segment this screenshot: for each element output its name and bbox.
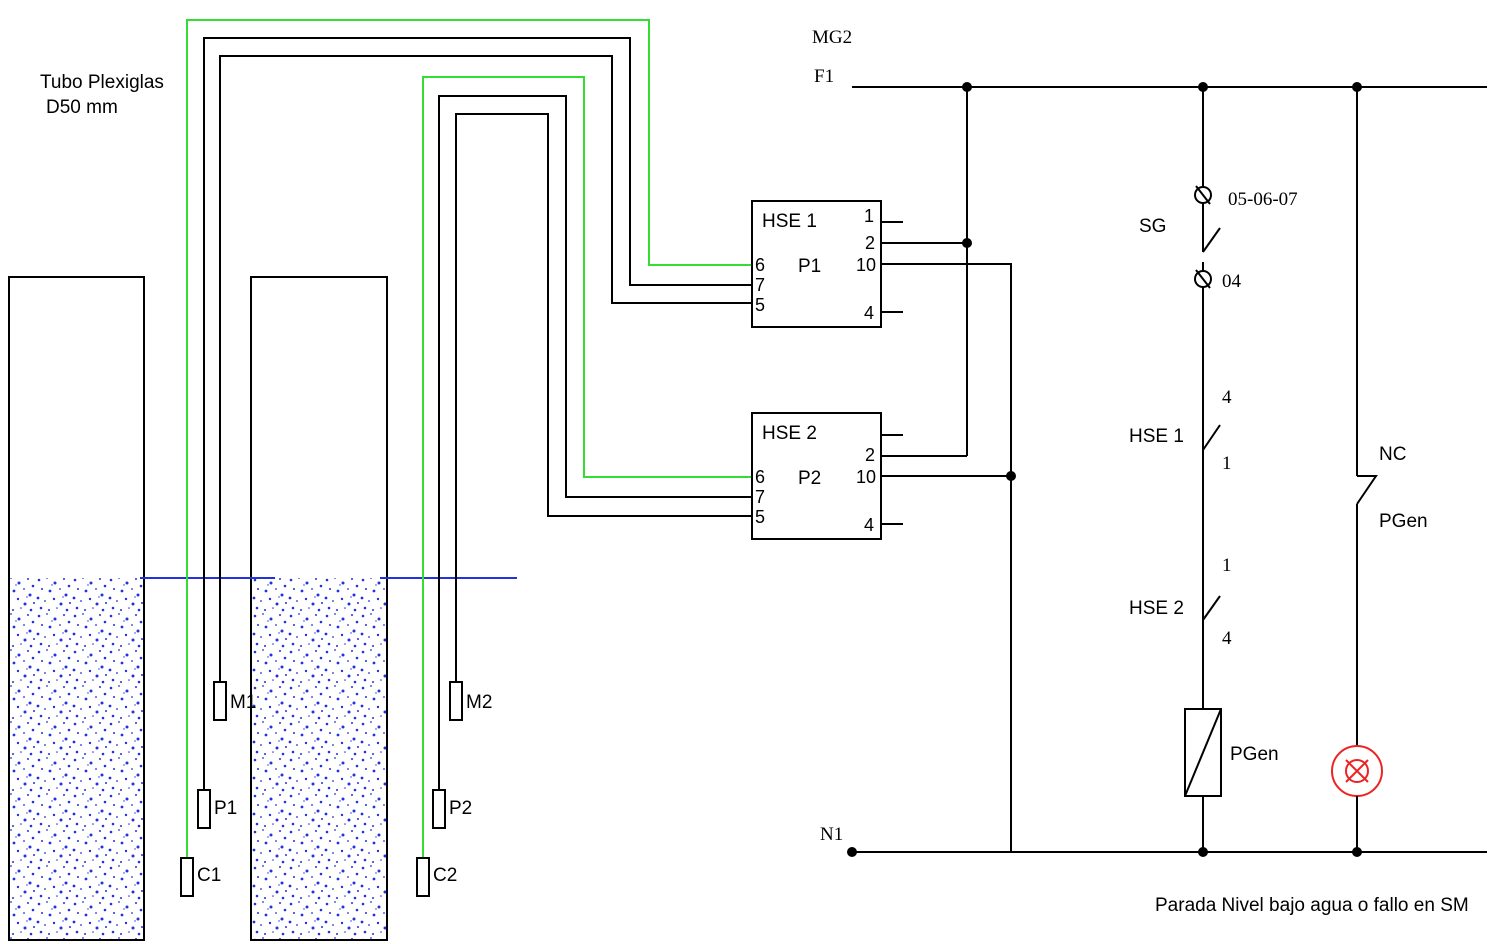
switch-sg-top-terminal: 05-06-07	[1228, 189, 1298, 210]
relay-hse2-pin7: 7	[755, 487, 765, 507]
relay-hse2-name: HSE 2	[762, 423, 817, 444]
tube-1	[8, 276, 145, 941]
relay-hse1-pin6: 6	[755, 255, 765, 275]
probe-c1	[180, 857, 194, 897]
relay-hse2-pin6: 6	[755, 467, 765, 487]
nc-contact-label: NC	[1379, 444, 1406, 465]
junction-dot	[1006, 471, 1016, 481]
switch-hse1-blade	[1202, 424, 1221, 451]
relay-hse2-pin4: 4	[864, 515, 874, 535]
lamp-inner-ring	[1345, 759, 1369, 783]
wire-hse1-pin10-to-n1	[881, 263, 1012, 852]
switch-hse2-top-terminal: 1	[1222, 555, 1232, 576]
tube-2	[250, 276, 388, 941]
switch-hse2-label: HSE 2	[1129, 598, 1184, 619]
switch-hse2-blade	[1202, 595, 1221, 621]
relay-hse1-pin2: 2	[865, 233, 875, 253]
probe-p1-label: P1	[214, 798, 237, 819]
relay-hse1-pin5: 5	[755, 295, 765, 315]
tube-2-wall	[250, 276, 388, 941]
relay-hse1-pin10: 10	[856, 255, 876, 275]
wire-c1-to-hse1-pin6	[186, 19, 752, 858]
probe-m1	[213, 681, 227, 721]
nc-contact-sublabel: PGen	[1379, 511, 1428, 532]
lamp-cross-b	[1345, 759, 1369, 783]
switch-hse2-bottom-terminal: 4	[1222, 628, 1232, 649]
switch-hse1-label: HSE 1	[1129, 426, 1184, 447]
switch-sg-blade	[1202, 227, 1221, 253]
tube-label-line2: D50 mm	[46, 97, 118, 118]
probe-p2-label: P2	[449, 798, 472, 819]
wire-c2-to-hse2-pin6	[422, 76, 752, 858]
relay-hse2-pin10: 10	[856, 467, 876, 487]
junction-dot	[962, 82, 972, 92]
probe-c1-label: C1	[197, 865, 221, 886]
switch-hse1-bottom-terminal: 1	[1222, 453, 1232, 474]
terminal-sg-top-slash	[1195, 185, 1211, 205]
tube-label-line1: Tubo Plexiglas	[40, 72, 164, 93]
footer-caption: Parada Nivel bajo agua o fallo en SM	[1155, 895, 1469, 916]
probe-m2	[449, 681, 463, 721]
relay-hse2-center-label: P2	[798, 468, 821, 489]
switch-sg-label: SG	[1139, 216, 1166, 237]
tube-2-water	[251, 578, 387, 940]
probe-p1	[197, 789, 211, 829]
indicator-lamp	[1331, 745, 1383, 797]
probe-c2	[416, 857, 430, 897]
terminal-sg-bottom-slash	[1195, 269, 1211, 289]
bus-f1-label: F1	[814, 66, 834, 87]
bus-n1-label: N1	[820, 824, 843, 845]
relay-hse1-pin4: 4	[864, 303, 874, 323]
relay-hse1-name: HSE 1	[762, 211, 817, 232]
relay-hse2-pin2: 2	[865, 445, 875, 465]
coil-pgen-diagonal	[1184, 708, 1222, 797]
relay-hse2-pin5: 5	[755, 507, 765, 527]
nc-contact-pgen	[1356, 475, 1378, 505]
switch-sg-bottom-terminal: 04	[1222, 271, 1242, 292]
switch-hse1-top-terminal: 4	[1222, 387, 1232, 408]
wire-m2-to-hse2-pin5	[455, 113, 752, 682]
bus-mg-label: MG2	[812, 27, 852, 48]
relay-hse1: HSE 1 P1 1 2 10 4 6 7 5	[751, 200, 903, 328]
relay-hse1-center-label: P1	[798, 256, 821, 277]
relay-hse1-pin1: 1	[864, 206, 874, 226]
probe-m2-label: M2	[466, 692, 492, 713]
wire-p2-to-hse2-pin7	[438, 95, 752, 790]
relay-hse2: HSE 2 P2 2 10 4 6 7 5	[751, 412, 903, 540]
probe-m1-label: M1	[230, 692, 256, 713]
tube-1-water	[9, 578, 144, 940]
coil-pgen-label: PGen	[1230, 744, 1279, 765]
tube-1-wall	[8, 276, 145, 941]
wire-p1-to-hse1-pin7	[203, 37, 752, 790]
probe-c2-label: C2	[433, 865, 457, 886]
junction-dot	[847, 847, 857, 857]
junction-dot	[962, 238, 972, 248]
probe-p2	[432, 789, 446, 829]
wire-m1-to-hse1-pin5	[219, 55, 752, 682]
relay-hse1-pin7: 7	[755, 275, 765, 295]
